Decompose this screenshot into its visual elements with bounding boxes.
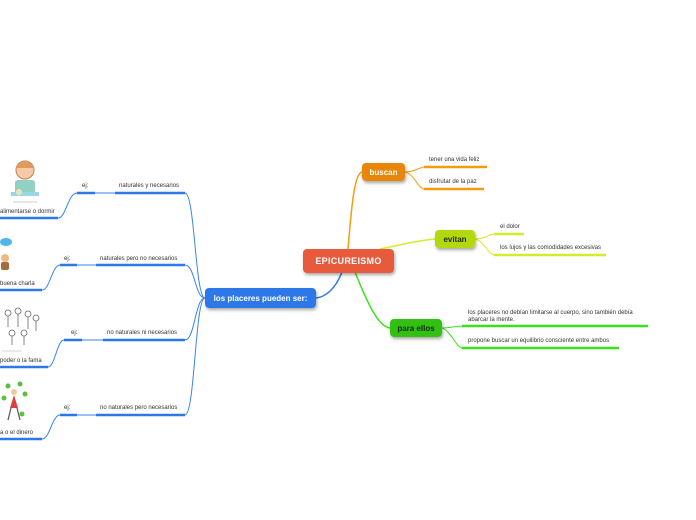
connector-para-ellos-2: [442, 328, 462, 348]
placer-type-3[interactable]: no naturales ni necesarios: [107, 330, 177, 337]
connector-evitan-2: [475, 239, 494, 255]
ej-label-2[interactable]: ej:: [64, 256, 70, 263]
example-label-1[interactable]: alimentarse o dormir: [0, 209, 55, 216]
buscan-item-1[interactable]: tener una vida feliz: [429, 157, 479, 164]
connector-example-2: [42, 265, 60, 290]
crowd-sketch-illustration: [0, 303, 42, 353]
connector-root-evitan: [380, 239, 435, 249]
branch-label-placeres: los placeres pueden ser:: [214, 294, 308, 303]
branch-node-placeres[interactable]: los placeres pueden ser:: [205, 288, 316, 308]
branch-label-buscan: buscan: [369, 168, 397, 177]
chat-bubbles-illustration: [0, 236, 16, 272]
example-label-4[interactable]: a o el dinero: [0, 430, 33, 437]
placer-type-4[interactable]: no naturales pero necesarios: [100, 405, 177, 412]
connector-root-para-ellos: [355, 272, 390, 328]
connector-evitan-1: [475, 234, 494, 239]
money-tree-illustration: [0, 378, 30, 426]
buscan-item-2[interactable]: disfrutar de la paz: [429, 179, 477, 186]
para-ellos-item-1[interactable]: los placeres no debían limitarse al cuer…: [468, 310, 646, 324]
connector-para-ellos-1: [442, 326, 462, 328]
root-node-epicureismo[interactable]: EPICUREISMO: [303, 249, 394, 273]
connector-buscan-1: [405, 167, 424, 172]
branch-node-para-ellos[interactable]: para ellos: [390, 319, 442, 337]
connector-buscan-2: [405, 172, 424, 189]
example-label-2[interactable]: buena charla: [0, 281, 35, 288]
branch-label-para-ellos: para ellos: [397, 324, 434, 333]
branch-node-evitan[interactable]: evitan: [435, 230, 475, 248]
evitan-item-2[interactable]: los lujos y las comodidades excesivas: [500, 245, 601, 252]
root-node-label: EPICUREISMO: [315, 256, 381, 266]
connector-root-buscan: [348, 172, 362, 249]
connector-example-1: [58, 193, 77, 218]
example-label-3[interactable]: poder o la fama: [0, 358, 42, 365]
connector-example-3: [48, 340, 64, 367]
ej-label-1[interactable]: ej:: [82, 183, 88, 190]
connector-root-placeres: [316, 272, 342, 298]
branch-node-buscan[interactable]: buscan: [362, 163, 405, 181]
placer-type-2[interactable]: naturales pero no necesarios: [100, 256, 177, 263]
branch-label-evitan: evitan: [443, 235, 466, 244]
connector-placeres-3: [185, 298, 205, 340]
evitan-item-1[interactable]: el dolor: [500, 224, 520, 231]
para-ellos-item-2[interactable]: propone buscar un equilibrio consciente …: [468, 338, 609, 345]
connector-placeres-4: [185, 298, 205, 415]
ej-label-4[interactable]: ej:: [64, 405, 70, 412]
connector-example-4: [42, 415, 60, 439]
ej-label-3[interactable]: ej:: [71, 330, 77, 337]
placer-type-1[interactable]: naturales y necesarios: [119, 183, 179, 190]
girl-eating-illustration: [5, 158, 45, 206]
